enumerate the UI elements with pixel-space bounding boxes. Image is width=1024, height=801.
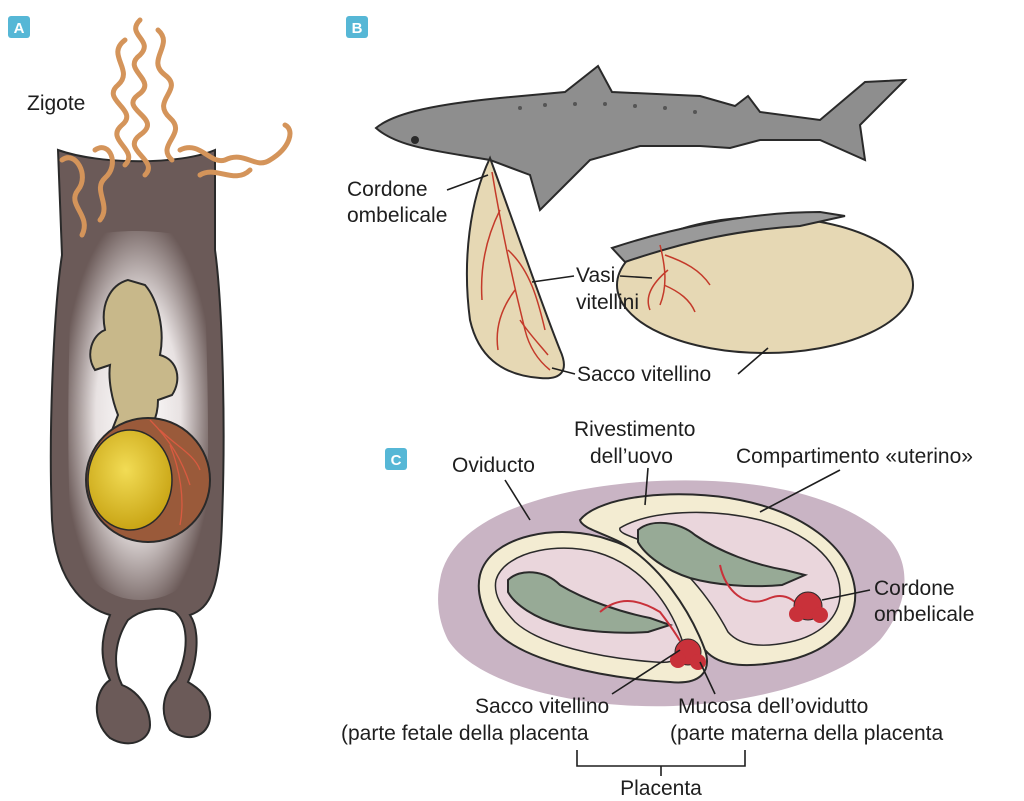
label-compartimento-uterino: Compartimento «uterino» [736,445,973,468]
panel-a: A Zigote [8,16,290,743]
badge-a: A [8,16,30,38]
label-cordone-b: Cordone [347,178,428,201]
label-vitellini: vitellini [576,291,639,314]
badge-c-text: C [391,452,402,469]
label-zigote: Zigote [27,92,85,115]
badge-b: B [346,16,368,38]
label-parte-fetale: (parte fetale della placenta [341,722,589,745]
leader-vasi-left [532,276,574,282]
label-vasi: Vasi [576,264,615,287]
label-ombelicale-c: ombelicale [874,603,974,626]
label-sacco-vitellino-c: Sacco vitellino [475,695,609,718]
label-sacco-vitellino-b: Sacco vitellino [577,363,711,386]
label-rivestimento: Rivestimento [574,418,695,441]
label-dell-uovo: dell’uovo [590,445,673,468]
label-placenta: Placenta [620,777,702,800]
panel-b: B Cordone ombelicale [346,16,913,386]
label-ovidutto: Oviducto [452,454,535,477]
shark [376,66,905,210]
label-parte-materna: (parte materna della placenta [670,722,943,745]
yolk-sac-a-yolk [88,430,172,530]
shark-eye [411,136,419,144]
label-cordone-c: Cordone [874,577,955,600]
placenta-bracket [577,750,745,766]
label-mucosa-ovidutto: Mucosa dell’ovidutto [678,695,868,718]
badge-b-text: B [352,20,363,37]
panel-c: C Rivestimento dell’uovo [341,418,974,800]
badge-c: C [385,448,407,470]
label-ombelicale-b: ombelicale [347,204,447,227]
badge-a-text: A [14,20,25,37]
